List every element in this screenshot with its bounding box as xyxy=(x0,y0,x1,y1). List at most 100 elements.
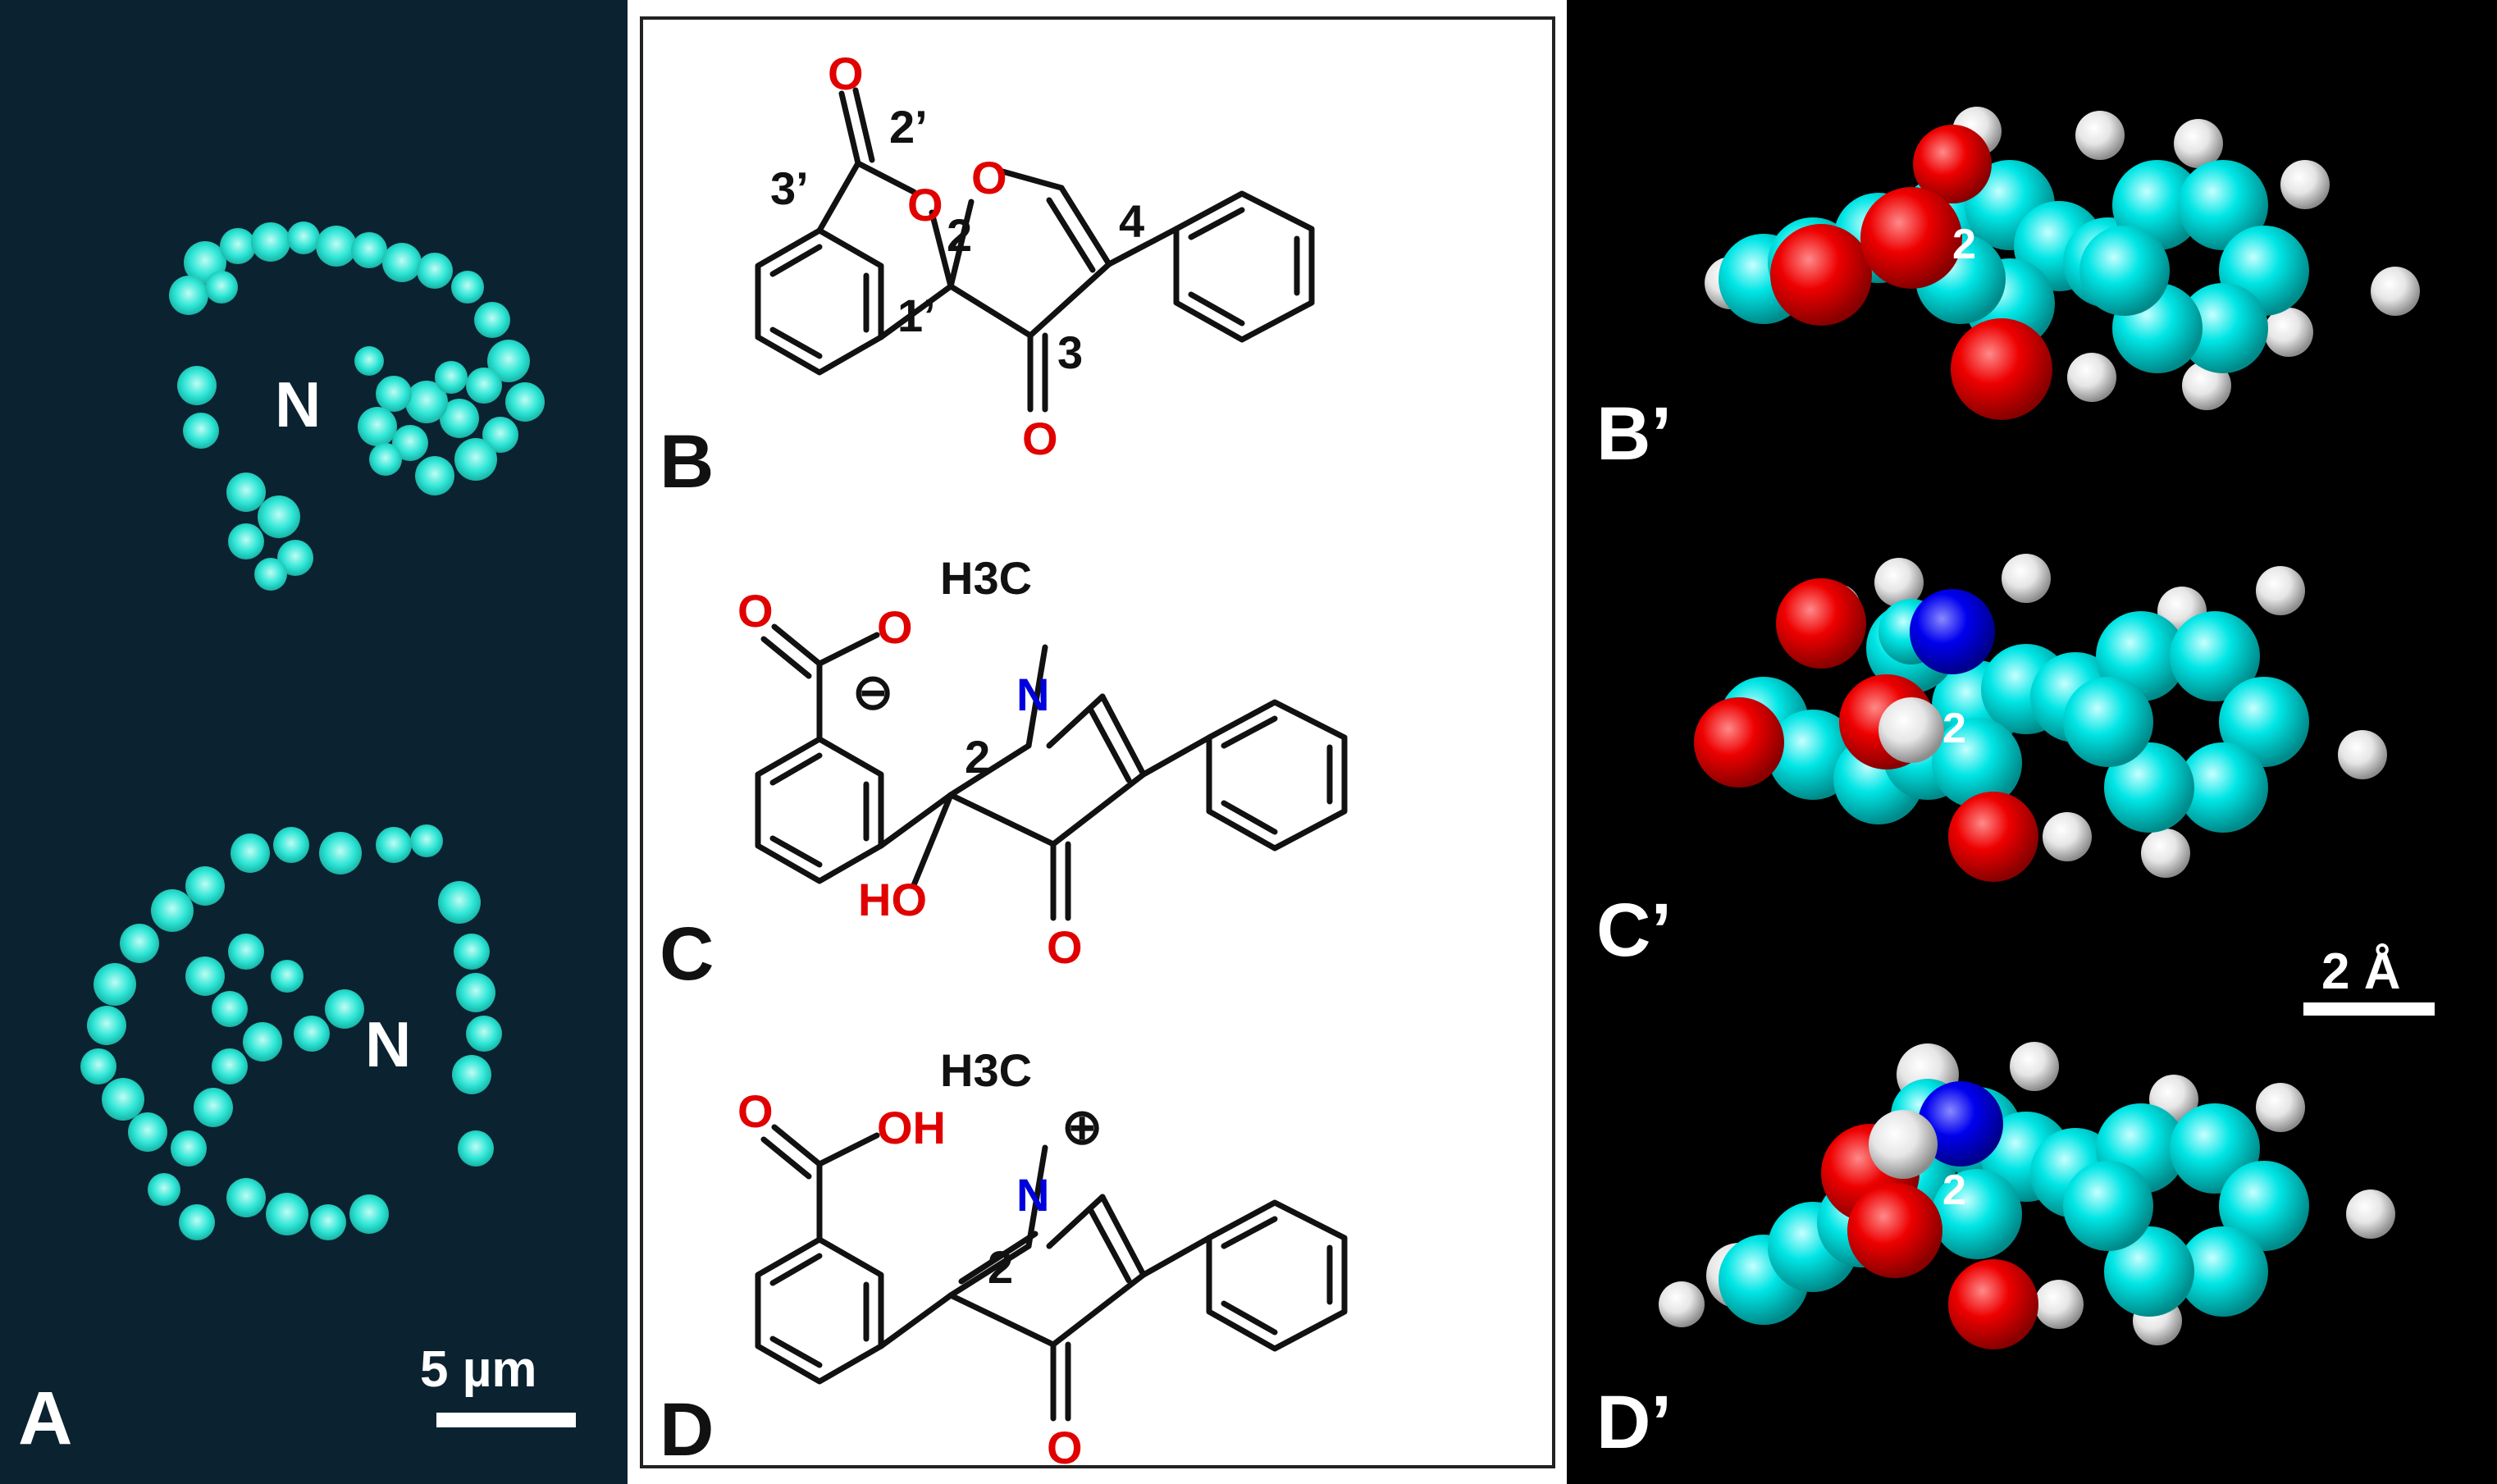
carbon-atom xyxy=(2170,611,2260,701)
chromocenter xyxy=(185,866,225,906)
chromocenter xyxy=(205,271,238,304)
structures-canvas: O O O O 3’ 2’ 2 1’ 3 4 B O O ⊖ H3C N 2 H… xyxy=(660,48,1348,1465)
hydrogen-atom xyxy=(2338,730,2387,779)
panel-letter-cprime: C’ xyxy=(1596,888,1672,972)
chromocenter xyxy=(231,833,270,873)
chromocenter xyxy=(194,1088,233,1127)
hydrogen-atom xyxy=(2371,267,2420,316)
hydrogen-atom xyxy=(2141,829,2190,878)
c-hydroxyl: HO xyxy=(858,874,927,925)
oxygen-atom xyxy=(1913,125,1992,203)
chromocenter xyxy=(273,827,309,863)
chromocenter xyxy=(482,417,518,453)
c-oxygen-ketone: O xyxy=(1047,921,1083,973)
chromocenter xyxy=(435,361,468,394)
hydrogen-atom xyxy=(2256,566,2305,615)
hydrogen-atom xyxy=(2264,308,2313,357)
carbon-atom xyxy=(2219,677,2309,767)
chromocenter xyxy=(177,366,217,405)
hydrogen-atom xyxy=(1659,1281,1705,1327)
chromocenter xyxy=(102,1078,144,1121)
chromocenter xyxy=(358,407,397,446)
c-oxygen-carbonyl: O xyxy=(737,585,774,637)
chromocenter xyxy=(458,1130,494,1167)
panel-letter-a: A xyxy=(18,1377,72,1460)
chromocenter xyxy=(228,523,264,559)
carbon-atom xyxy=(2219,1161,2309,1251)
oxygen-atom xyxy=(1860,187,1962,289)
carbon-atom xyxy=(2104,742,2194,833)
panel-letter-b: B xyxy=(660,420,714,504)
chromocenter xyxy=(349,1194,389,1234)
space-filling-model-b xyxy=(1705,107,2420,420)
b-label-2prime: 2’ xyxy=(889,101,928,153)
structure-d-bonds xyxy=(755,1124,1348,1422)
chromocenter xyxy=(417,253,453,289)
space-filling-model-c xyxy=(1694,554,2387,882)
chromocenter xyxy=(351,232,387,268)
nitrogen-atom xyxy=(1910,589,1995,674)
nitrogen-atom xyxy=(1918,1081,2003,1167)
dprime-label-2: 2 xyxy=(1942,1167,1966,1214)
chromocenter xyxy=(325,989,364,1029)
chromocenter xyxy=(212,991,248,1027)
chromocenter xyxy=(169,276,208,315)
c-minus-charge: ⊖ xyxy=(852,664,893,719)
hydrogen-atom xyxy=(2182,361,2231,410)
space-filling-model-d xyxy=(1659,1042,2395,1349)
chromocenter xyxy=(258,495,300,538)
chromocenter xyxy=(466,1016,502,1052)
chromocenter xyxy=(243,1022,282,1062)
b-oxygen-lactone: O xyxy=(907,179,943,231)
d-methyl-label: H3C xyxy=(940,1044,1032,1096)
chromocenter xyxy=(151,889,194,932)
panel-letter-dprime: D’ xyxy=(1596,1381,1672,1464)
chromocenter xyxy=(474,302,510,338)
chromocenter xyxy=(212,1048,248,1084)
carbon-atom xyxy=(2178,742,2268,833)
b-oxygen-carbonyl: O xyxy=(828,48,864,99)
oxygen-atom xyxy=(1770,224,1872,326)
b-oxygen-furan: O xyxy=(971,152,1007,203)
oxygen-atom xyxy=(1694,697,1784,788)
chromocenter xyxy=(319,832,362,874)
chromocenter xyxy=(410,824,443,857)
hydrogen-atom xyxy=(2043,812,2092,861)
chromocenter xyxy=(294,1016,330,1052)
hydrogen-atom xyxy=(2002,554,2051,603)
hydrogen-atom xyxy=(2067,353,2116,402)
d-nitrogen: N xyxy=(1016,1169,1049,1221)
chromocenter xyxy=(382,243,422,282)
hydrogen-atom xyxy=(2010,1042,2059,1091)
carbon-atom xyxy=(2178,1226,2268,1317)
chromocenter xyxy=(80,1048,116,1084)
d-plus-charge: ⊕ xyxy=(1061,1099,1102,1154)
b-label-4: 4 xyxy=(1119,195,1144,247)
carbon-atom xyxy=(2178,283,2268,373)
chromocenter xyxy=(438,881,481,924)
d-label-2: 2 xyxy=(988,1241,1013,1293)
chromocenter xyxy=(376,376,412,412)
carbon-atom xyxy=(2178,160,2268,250)
scale-bar-label-right: 2 Å xyxy=(2321,943,2400,1000)
d-oxygen-carbonyl: O xyxy=(737,1085,774,1137)
carbon-atom xyxy=(2104,1226,2194,1317)
panel-structures: O O O O 3’ 2’ 2 1’ 3 4 B O O ⊖ H3C N 2 H… xyxy=(640,16,1555,1468)
chromocenter xyxy=(316,226,357,267)
scale-bar-label-a: 5 µm xyxy=(420,1341,537,1398)
scale-bar-a xyxy=(436,1413,576,1427)
scale-bar-right xyxy=(2303,1002,2435,1016)
c-methyl-label: H3C xyxy=(940,552,1032,604)
structure-b-labels: O O O O 3’ 2’ 2 1’ 3 4 B xyxy=(660,48,1144,504)
chromocenter xyxy=(226,473,266,512)
structure-d-labels: O OH H3C ⊕ N 2 O D xyxy=(660,1044,1102,1465)
chromocenter xyxy=(440,399,479,438)
hydrogen-atom xyxy=(1878,697,1944,763)
oxygen-atom xyxy=(1951,318,2052,420)
structure-c-labels: O O ⊖ H3C N 2 HO O C xyxy=(660,552,1083,996)
chromocenter xyxy=(505,382,545,422)
chromocenter xyxy=(94,963,136,1006)
chromocenter xyxy=(148,1173,180,1206)
b-oxygen-ketone: O xyxy=(1022,413,1058,464)
panel-letter-d: D xyxy=(660,1388,714,1465)
